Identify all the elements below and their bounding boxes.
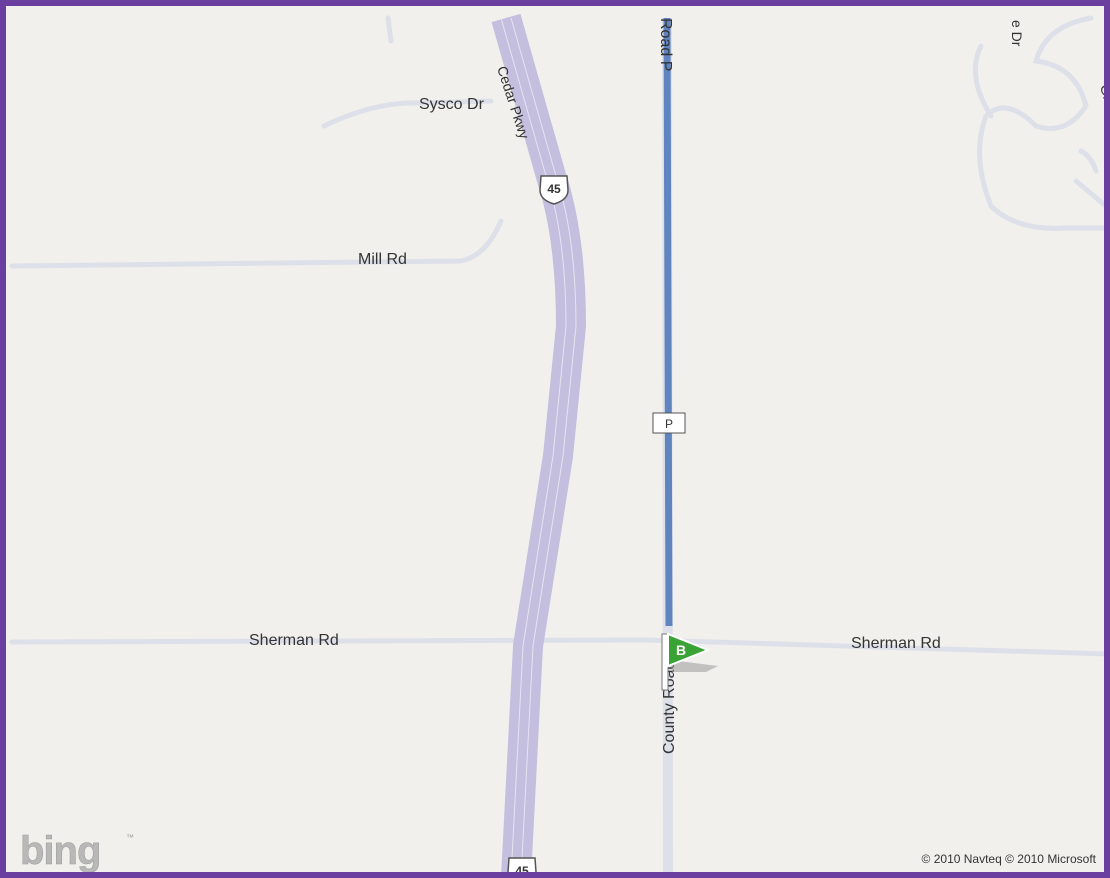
us45-shield-top-label: 45 — [547, 182, 561, 196]
us45-fill — [491, 13, 587, 872]
county-p-shield[interactable]: P — [652, 412, 686, 434]
bing-logo-tm: ™ — [126, 833, 134, 842]
destination-marker-label: B — [676, 642, 686, 658]
us45-shield-top[interactable]: 45 — [539, 175, 569, 205]
map-canvas[interactable]: 45 45 P Sysco Dr Cedar Pkwy Mill Rd Sher… — [6, 6, 1110, 878]
sherman-rd-road — [9, 637, 1104, 657]
us45-shield-bottom[interactable]: 45 — [507, 857, 537, 878]
minor-roads — [9, 15, 1104, 657]
top-right-road-c — [972, 43, 994, 119]
sysco-dr-label: Sysco Dr — [419, 96, 485, 113]
route-line — [663, 17, 673, 627]
bing-logo-text: bing — [20, 829, 100, 873]
top-right-loop — [977, 15, 1104, 231]
mill-rd-road — [9, 218, 504, 269]
sysco-dr-road — [321, 98, 494, 129]
top-right-road-b — [1078, 148, 1099, 174]
road-p-top-label: Road P — [657, 18, 674, 71]
top-right-dr-label: e Dr — [1009, 20, 1025, 47]
county-p-shield-label: P — [665, 417, 673, 431]
bing-logo[interactable]: bing ™ — [20, 829, 134, 873]
top-right-gle-label: Gle — [1097, 83, 1110, 108]
sherman-rd-left-label: Sherman Rd — [249, 632, 339, 649]
destination-marker-b[interactable]: B — [661, 632, 718, 691]
sherman-rd-right-label: Sherman Rd — [851, 635, 941, 652]
us45-shield-bottom-label: 45 — [515, 864, 529, 878]
marker-shadow — [670, 660, 718, 672]
marker-flag — [667, 632, 711, 668]
us45-highway — [491, 13, 587, 872]
route-segment — [663, 17, 673, 627]
top-right-road-a — [1073, 178, 1104, 208]
top-left-road — [385, 15, 394, 44]
map-copyright: © 2010 Navteq © 2010 Microsoft — [921, 852, 1096, 866]
mill-rd-label: Mill Rd — [358, 251, 407, 268]
